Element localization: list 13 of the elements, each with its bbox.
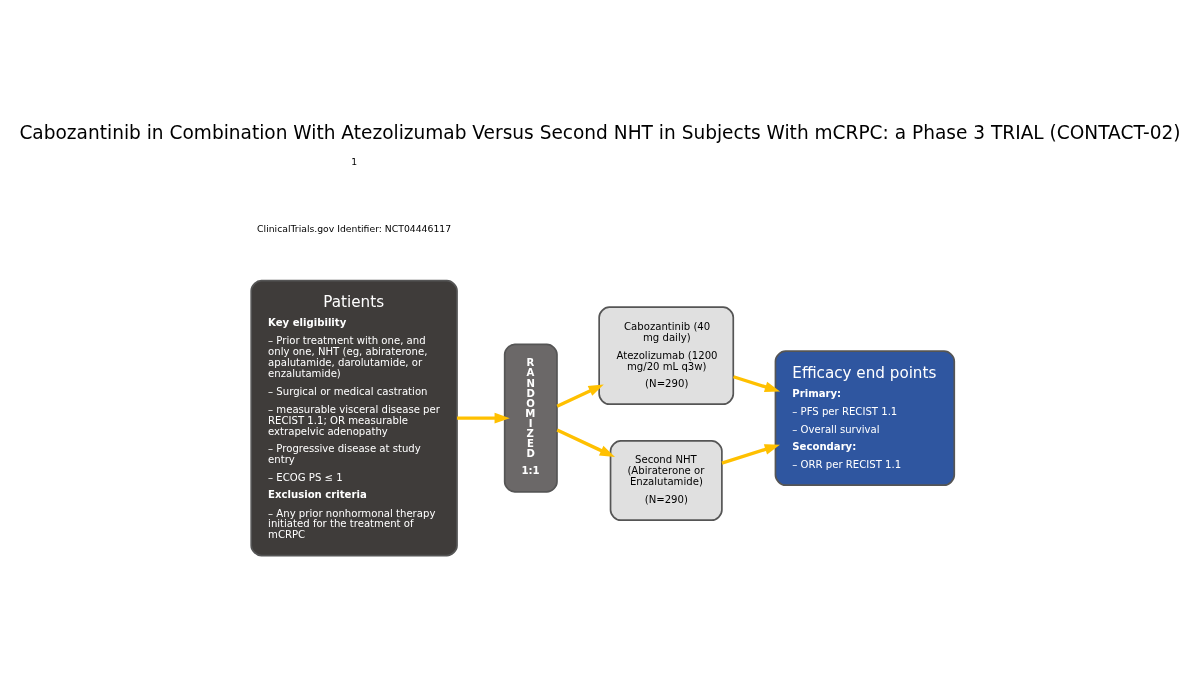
label: 1 bbox=[351, 155, 358, 167]
node-box: Second NHT (Abiraterone or Enzalutamide) (N=290) bbox=[609, 439, 723, 521]
node-box: Patients Key eligibility – Prior treatment with one, and only one, NHT (eg, abiraterone, apalutamide, darolutamide, or enzalutamide) – Surgical or medical castration – measurable visceral disease per RECIST 1.1; OR measurable extrapelvic adenopathy – Progressive disease at study entry – ECOG PS ≤ 1 Exclusion criteria – Any prior nonhormonal therapy initiated for the treatment of mCRPC bbox=[250, 279, 458, 556]
arrow bbox=[556, 383, 604, 408]
diagram-title: Cabozantinib in Combination With Atezolizumab Versus Second NHT in Subjects With mCRPC: a Phase 3 TRIAL (CONTACT-02) bbox=[19, 121, 1181, 143]
arrow bbox=[457, 412, 510, 423]
arrow bbox=[556, 428, 615, 457]
node-box: Cabozantinib (40 mg daily) Atezolizumab (1200 mg/20 mL q3w) (N=290) bbox=[598, 305, 735, 405]
arrow bbox=[732, 374, 781, 392]
node-box: Efficacy end points Primary: – PFS per RECIST 1.1 – Overall survival Secondary: – ORR per RECIST 1.1 bbox=[774, 349, 956, 486]
node-box: RANDOMIZED 1:1 bbox=[503, 343, 558, 493]
arrow bbox=[721, 443, 780, 465]
label: ClinicalTrials.gov Identifier: NCT04446117 bbox=[257, 222, 452, 234]
